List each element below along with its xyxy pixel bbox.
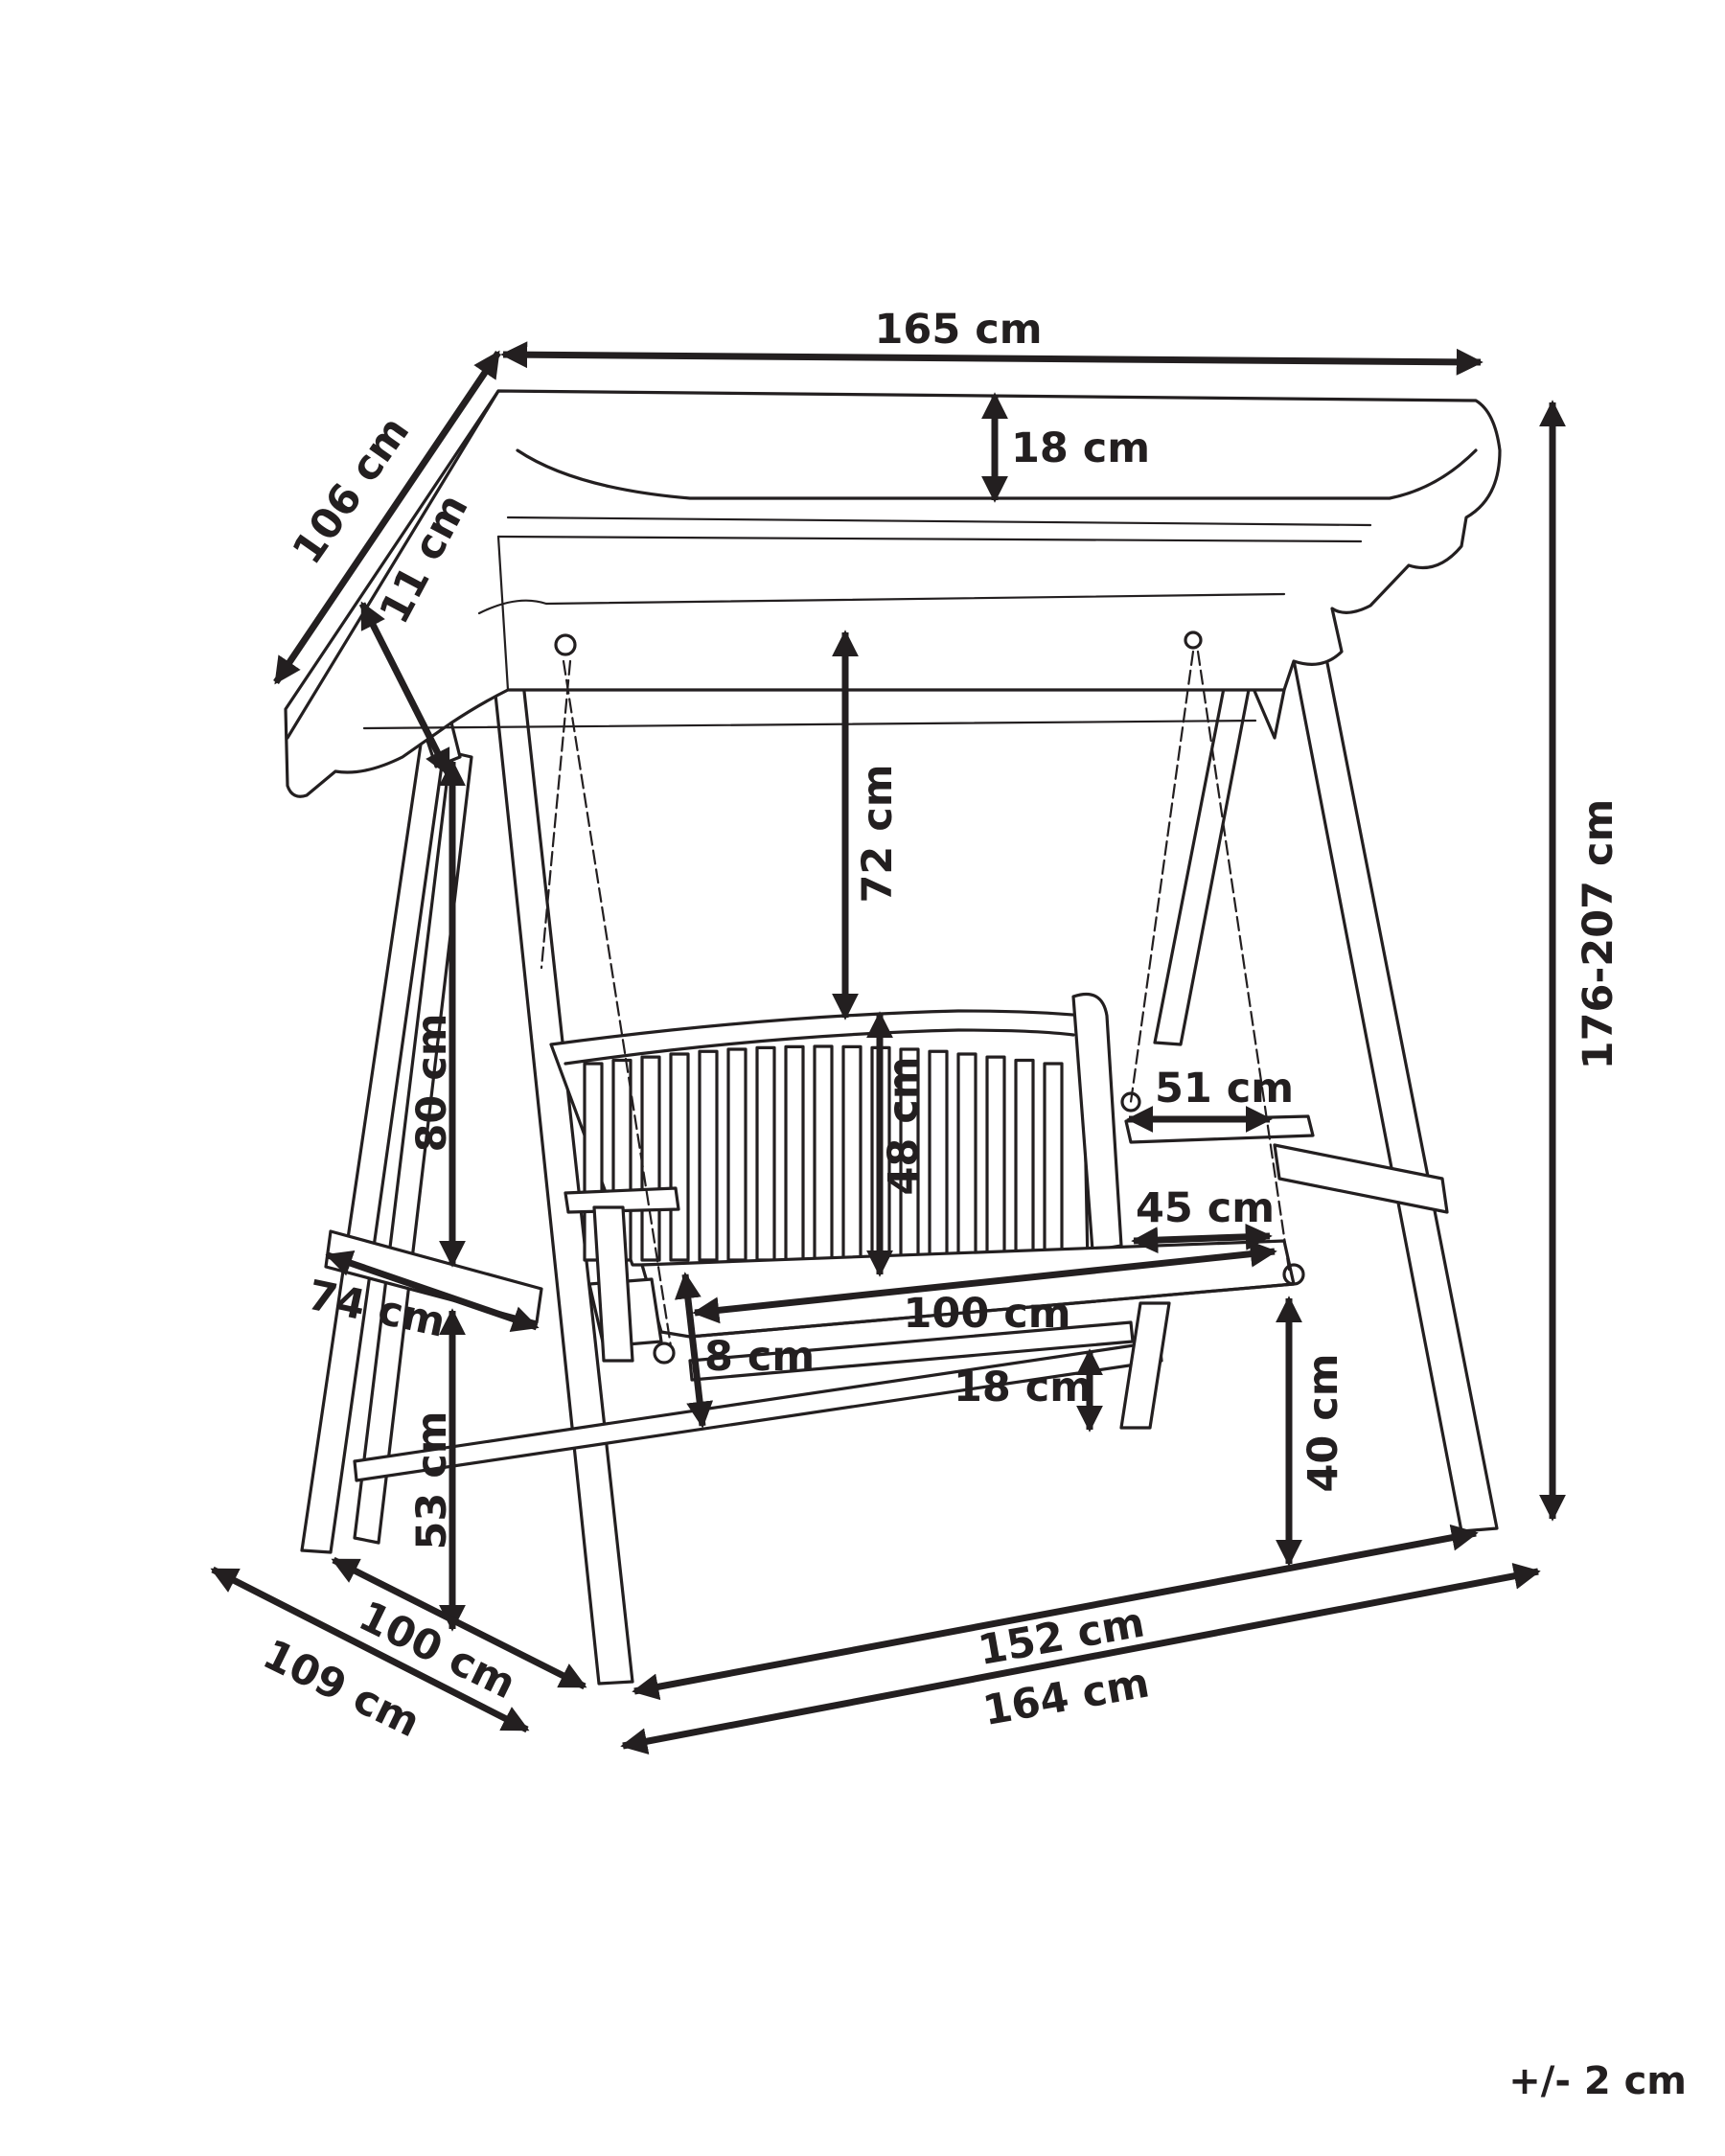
backrest-slat [841, 1044, 862, 1262]
backrest-slat [784, 1044, 805, 1262]
base-inner-width-arrow [632, 1524, 1479, 1701]
tolerance-note: +/- 2 cm [1508, 2059, 1687, 2103]
canopy-width-arrow [500, 341, 1484, 376]
seat-depth-label: 45 cm [1136, 1184, 1275, 1232]
canopy-depth-arrow [273, 350, 501, 685]
dimension-arrows [210, 341, 1566, 1755]
seat-depth-arrow [1131, 1223, 1273, 1254]
backrest-height-label: 48 cm [880, 1056, 928, 1195]
armrest-depth-label: 51 cm [1155, 1065, 1294, 1112]
seat-edge-label: 8 cm [704, 1333, 815, 1381]
base-outer-width-arrow [620, 1562, 1541, 1755]
seat-width-label: 100 cm [903, 1290, 1070, 1338]
backrest-slats [583, 1044, 1064, 1262]
backrest-slat [1043, 1062, 1064, 1262]
seat-edge-arrow [674, 1272, 714, 1429]
backrest-slat [956, 1052, 978, 1262]
crossbar-height-label: 53 cm [408, 1411, 456, 1549]
backrest-slat [698, 1049, 719, 1262]
seat-thickness-label: 18 cm [954, 1364, 1092, 1411]
backrest-slat [813, 1044, 834, 1262]
frame-height-label: 80 cm [408, 1013, 456, 1152]
backrest-slat [640, 1055, 661, 1262]
seat-height-label: 40 cm [1300, 1353, 1347, 1492]
seat-width-arrow [692, 1240, 1277, 1324]
backrest-slat [985, 1055, 1006, 1262]
total-height-label: 176-207 cm [1575, 799, 1622, 1070]
backrest-slat [928, 1049, 949, 1262]
canopy-width-label: 165 cm [874, 306, 1042, 354]
side-frame-arrow [325, 1250, 540, 1333]
backrest-slat [669, 1052, 690, 1262]
backrest-slat [1014, 1058, 1035, 1262]
canopy-height-label: 18 cm [1011, 424, 1150, 472]
backrest-slat [726, 1047, 748, 1262]
chain-length-label: 72 cm [854, 764, 902, 903]
side-beam-arrow [358, 601, 452, 777]
base-outer-depth-arrow [210, 1566, 530, 1733]
chains [540, 631, 1305, 1365]
backrest-slat [755, 1045, 776, 1262]
